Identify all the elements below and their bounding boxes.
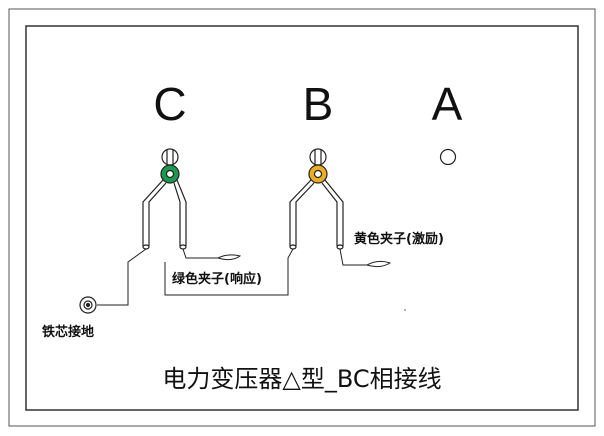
terminal-b-label: B <box>303 78 334 130</box>
stray-dot <box>404 309 406 311</box>
core-ground-label: 铁芯接地 <box>41 324 94 340</box>
terminal-b-clamp <box>289 148 344 250</box>
terminal-a-label: A <box>432 78 463 130</box>
core-ground-icon <box>79 296 97 314</box>
wiring <box>97 248 392 306</box>
yellow-clip-label: 黄色夹子(激励) <box>354 231 444 247</box>
green-clip-label: 绿色夹子(响应) <box>172 271 262 287</box>
outer-frame <box>8 8 596 427</box>
terminal-c-clamp <box>142 148 187 250</box>
terminal-c-label: C <box>153 78 186 130</box>
terminal-a-post <box>439 148 457 166</box>
inner-frame <box>25 25 579 411</box>
diagram-title: 电力变压器△型_BC相接线 <box>162 365 441 393</box>
